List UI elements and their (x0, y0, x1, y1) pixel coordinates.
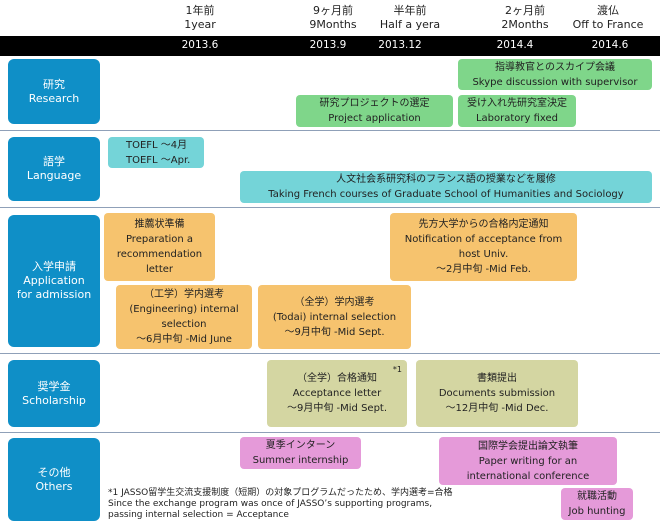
date-label: 2014.4 (496, 39, 534, 51)
box-laboratory-fixed: 受け入れ先研究室決定 Laboratory fixed (458, 95, 576, 127)
row-separator (0, 353, 660, 354)
milestone-1year: 1年前 1year (184, 4, 216, 31)
category-research: 研究 Research (8, 59, 100, 124)
milestone-off-to-france: 渡仏 Off to France (572, 4, 644, 31)
milestone-9months: 9ヶ月前 9Months (309, 4, 357, 31)
box-french-courses: 人文社会系研究科のフランス語の授業などを履修 Taking French cou… (240, 171, 652, 203)
date-label: 2013.12 (378, 39, 422, 51)
box-summer-internship: 夏季インターン Summer internship (240, 437, 361, 469)
box-documents-submission: 書類提出 Documents submission ～12月中旬 -Mid De… (416, 360, 578, 427)
box-paper-writing: 国際学会提出論文執筆 Paper writing for an internat… (439, 437, 617, 485)
milestone-2months: 2ヶ月前 2Months (501, 4, 549, 31)
footnote: *1 JASSO留学生交流支援制度（短期）の対象プログラムだったため、学内選考=… (108, 488, 453, 520)
date-bar: 2013.6 2013.9 2013.12 2014.4 2014.6 (0, 36, 660, 56)
box-project-application: 研究プロジェクトの選定 Project application (296, 95, 453, 127)
box-notification-acceptance: 先方大学からの合格内定通知 Notification of acceptance… (390, 213, 577, 281)
row-separator (0, 432, 660, 433)
box-skype-discussion: 指導教官とのスカイプ会議 Skype discussion with super… (458, 59, 652, 90)
box-engineering-selection: （工学）学内選考 (Engineering) internal selectio… (116, 285, 252, 349)
box-toefl: TOEFL ～4月 TOEFL ～Apr. (108, 137, 204, 168)
footnote-mark: *1 (392, 365, 402, 374)
row-separator (0, 207, 660, 208)
box-recommendation-letter: 推薦状準備 Preparation a recommendation lette… (104, 213, 215, 281)
date-label: 2013.6 (181, 39, 219, 51)
category-application: 入学申請 Application for admission (8, 215, 100, 347)
box-job-hunting: 就職活動 Job hunting (561, 488, 633, 520)
box-todai-selection: （全学）学内選考 (Todai) internal selection ～9月中… (258, 285, 411, 349)
milestone-half-year: 半年前 Half a yera (379, 4, 441, 31)
row-separator (0, 130, 660, 131)
category-others: その他 Others (8, 438, 100, 521)
date-label: 2014.6 (591, 39, 629, 51)
date-label: 2013.9 (309, 39, 347, 51)
box-acceptance-letter: *1 （全学）合格通知 Acceptance letter ～9月中旬 -Mid… (267, 360, 407, 427)
category-scholarship: 奨学金 Scholarship (8, 360, 100, 427)
category-language: 語学 Language (8, 137, 100, 201)
